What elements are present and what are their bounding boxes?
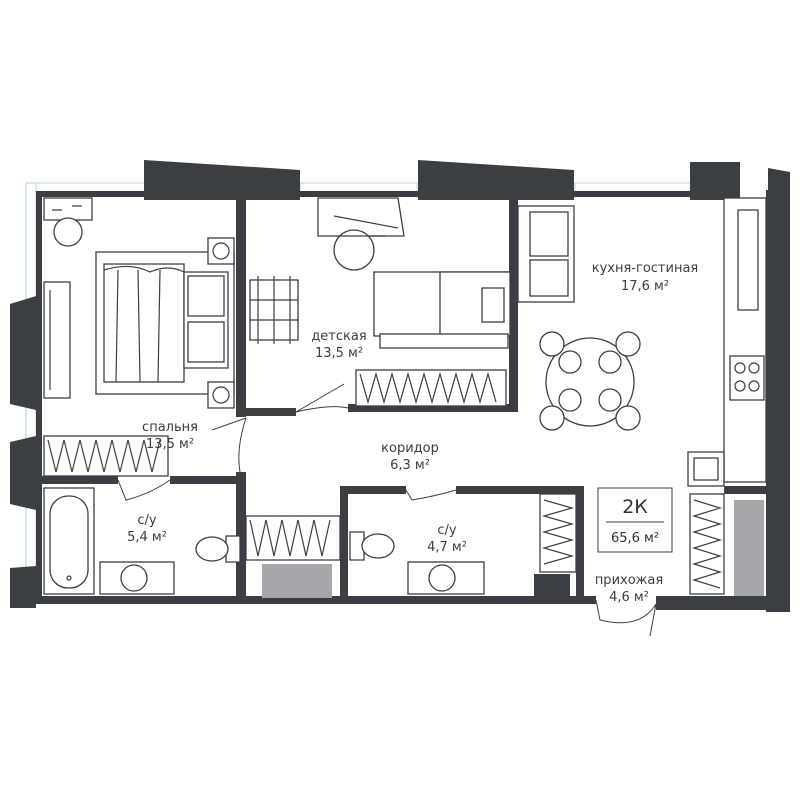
service-shafts <box>262 500 764 598</box>
wardrobe-icon <box>245 515 341 561</box>
walls <box>10 160 790 612</box>
toilet-icon <box>349 531 395 561</box>
nightstand-icon <box>207 237 235 265</box>
room-name-corridor: коридор <box>381 441 439 456</box>
kids-furniture <box>249 197 511 407</box>
room-labels: кухня-гостиная 17,6 м² детская 13,5 м² с… <box>127 261 698 605</box>
wardrobe-icon <box>43 435 169 477</box>
wardrobe-icon <box>689 493 725 595</box>
sink-icon <box>687 451 725 487</box>
apartment-type: 2К <box>622 496 648 518</box>
apartment-summary: 2К 65,6 м² <box>597 487 673 553</box>
bedroom-furniture <box>43 197 235 477</box>
nightstand-icon <box>207 381 235 409</box>
room-area-kitchen-living: 17,6 м² <box>621 279 669 294</box>
bed-icon <box>95 251 235 395</box>
room-area-corridor: 6,3 м² <box>390 458 430 473</box>
kitchen-counter <box>723 197 767 483</box>
room-name-kids: детская <box>311 329 366 344</box>
stove-icon <box>729 355 765 401</box>
bed-icon <box>373 271 511 349</box>
room-name-bath-1: с/у <box>137 513 157 528</box>
bath-2-fixtures <box>349 531 485 595</box>
room-name-bedroom: спальня <box>142 420 198 435</box>
desk-icon <box>43 197 93 247</box>
room-name-hall: прихожая <box>595 573 663 588</box>
room-area-bath-1: 5,4 м² <box>127 530 167 545</box>
desk-icon <box>317 197 405 271</box>
room-area-bath-2: 4,7 м² <box>427 540 467 555</box>
sofa-icon <box>517 205 575 303</box>
kitchen-furniture <box>517 197 767 595</box>
room-name-bath-2: с/у <box>437 523 457 538</box>
sink-icon <box>407 561 485 595</box>
room-area-hall: 4,6 м² <box>609 590 649 605</box>
bath-1-fixtures <box>43 487 175 595</box>
apartment-area: 65,6 м² <box>611 531 659 546</box>
dining-table-icon <box>539 331 641 431</box>
wardrobe-icon <box>355 369 507 407</box>
room-area-kids: 13,5 м² <box>315 346 363 361</box>
room-name-kitchen-living: кухня-гостиная <box>592 261 699 276</box>
wardrobe-icon <box>539 493 577 573</box>
toilet-icon <box>195 535 241 563</box>
room-area-bedroom: 13,5 м² <box>146 437 194 452</box>
bathtub-icon <box>43 487 95 595</box>
wardrobe-icon <box>43 281 71 399</box>
doors <box>117 383 657 637</box>
sink-icon <box>99 561 175 595</box>
chair-icon <box>249 276 299 344</box>
